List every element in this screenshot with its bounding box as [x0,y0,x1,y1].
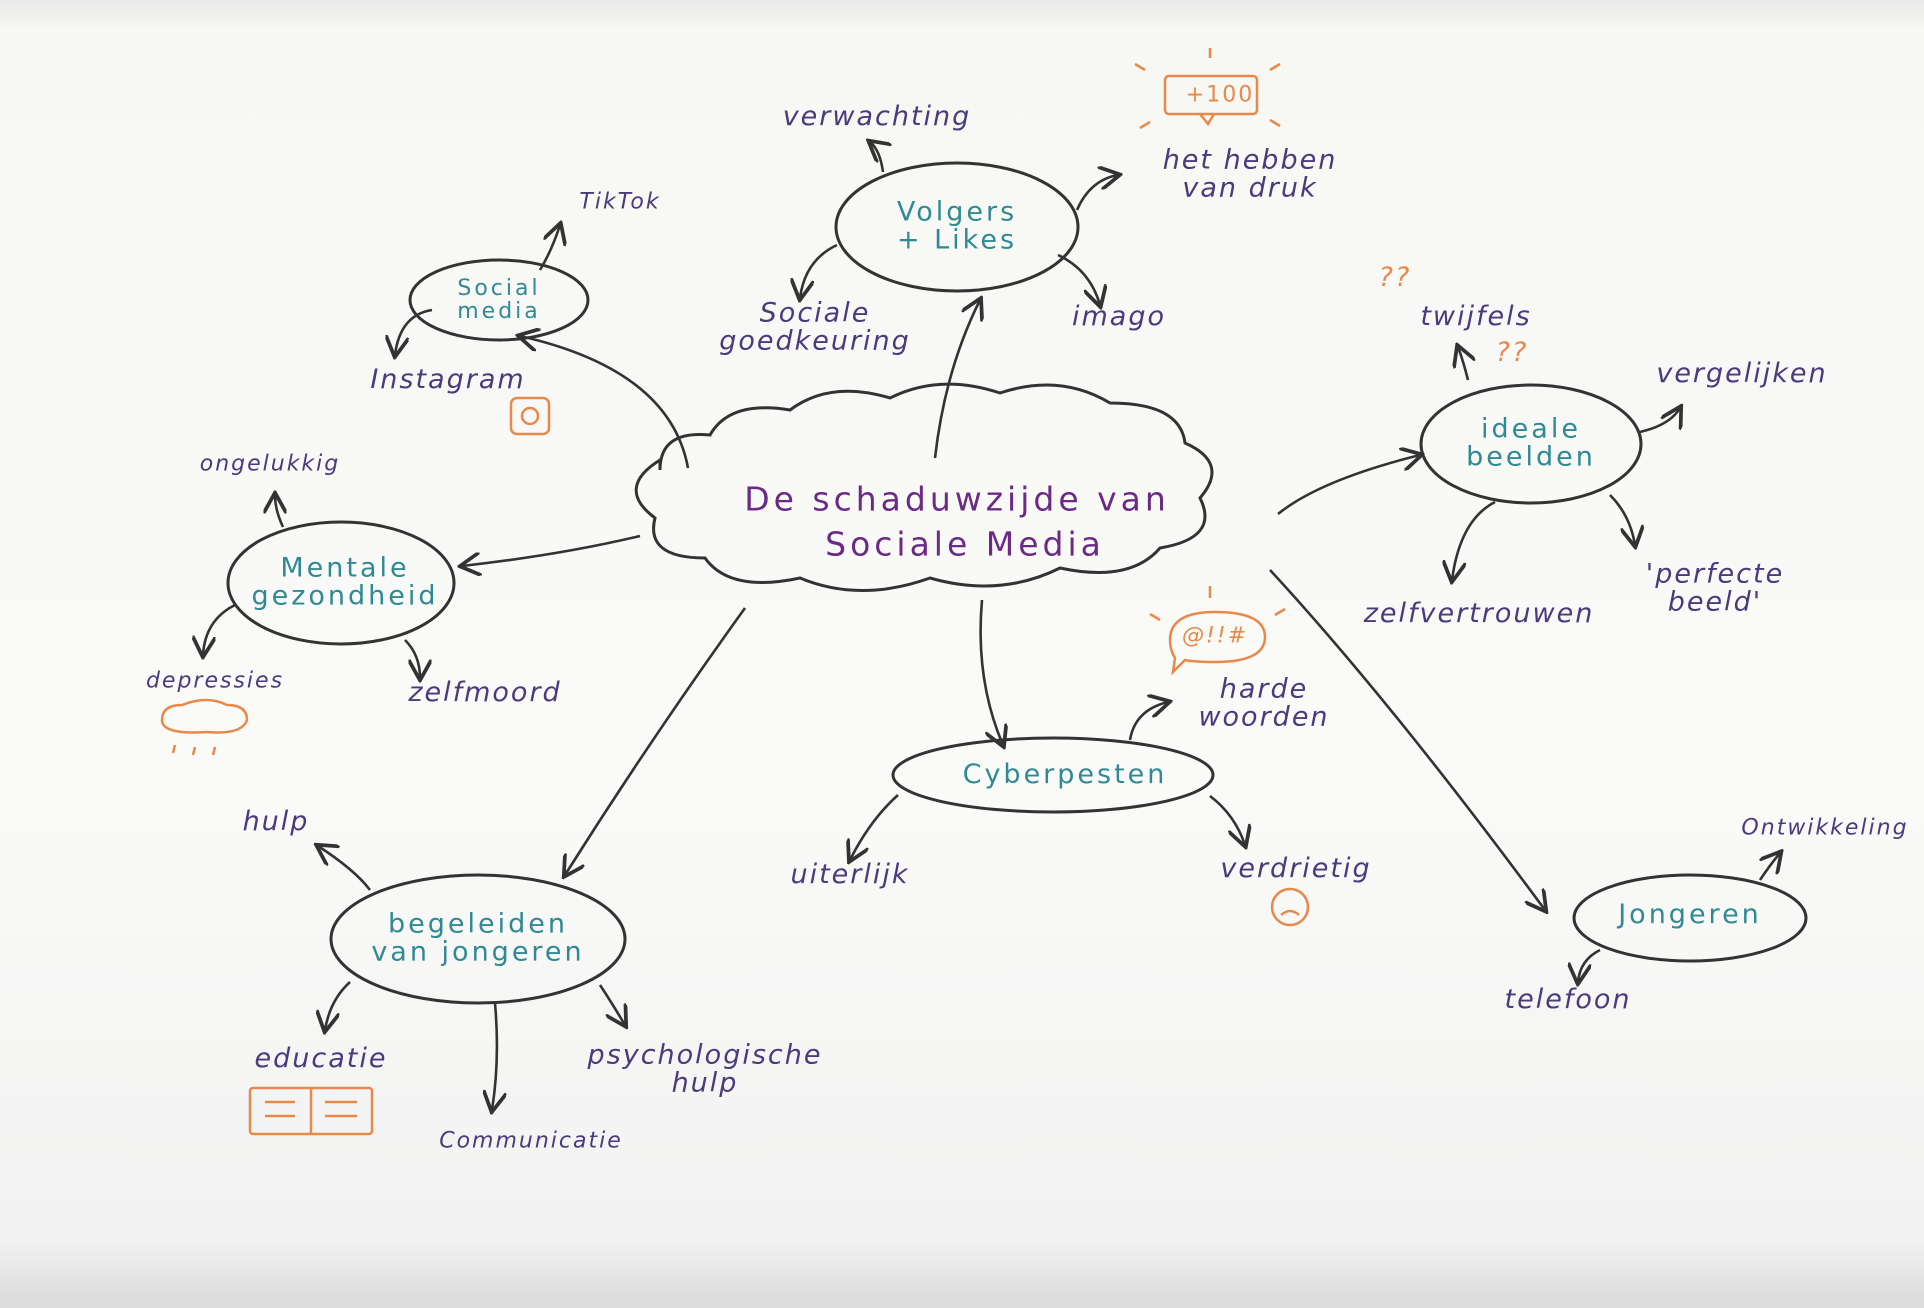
central-topic-line2: Sociale Media [825,524,1105,564]
node-label: Volgers + Likes [896,196,1018,256]
item-label: hulp [242,805,310,837]
like-badge-icon [1163,74,1259,116]
item-label: 'perfecte beeld' [1645,558,1785,618]
node-cyberpesten [891,736,1215,814]
item-label: telefoon [1504,983,1632,1015]
node-label: Jongeren [1618,898,1762,930]
node-ideale-beelden [1419,383,1643,505]
item-label: twijfels [1420,300,1532,332]
node-social-media [408,258,590,342]
item-label: depressies [145,668,285,694]
item-label: ongelukkig [199,451,341,477]
item-label: educatie [254,1042,388,1074]
item-label: zelfvertrouwen [1363,597,1595,629]
item-label: het hebben van druk [1162,144,1338,204]
node-label: begeleiden van jongeren [371,908,585,968]
item-label: verdrietig [1220,852,1372,884]
item-label: psychologische hulp [587,1039,823,1099]
node-label: ideale beelden [1466,413,1596,473]
node-label: Mentale gezondheid [251,552,439,612]
sad-face-icon [1270,887,1310,927]
node-label: Social media [457,275,541,324]
item-label: verwachting [782,100,972,132]
doodles [160,48,1310,1136]
item-label: uiterlijk [790,858,910,890]
node-jongeren [1572,873,1808,963]
instagram-icon [509,396,551,436]
item-label: Sociale goedkeuring [719,297,911,357]
item-label: zelfmoord [408,676,562,708]
swear-text: @!!# [1181,623,1249,649]
central-topic-line1: De schaduwzijde van [744,479,1170,519]
rain-cloud-icon [160,698,249,756]
item-label: Ontwikkeling [1741,815,1909,841]
node-label: Cyberpesten [962,758,1168,790]
question-marks: ?? [1495,336,1529,368]
node-mentale-gezondheid [226,520,456,646]
item-label: vergelijken [1656,357,1828,389]
node-volgers-likes [834,161,1080,293]
item-label: Instagram [370,363,526,395]
swear-bubble-icon [1168,610,1267,676]
item-label: TikTok [579,189,661,215]
question-marks: ?? [1378,261,1412,293]
node-begeleiden [329,873,627,1005]
like-count: +100 [1185,82,1255,108]
central-cloud [634,382,1214,592]
item-label: Communicatie [439,1128,623,1154]
item-label: imago [1071,300,1167,332]
item-label: harde woorden [1198,673,1330,733]
